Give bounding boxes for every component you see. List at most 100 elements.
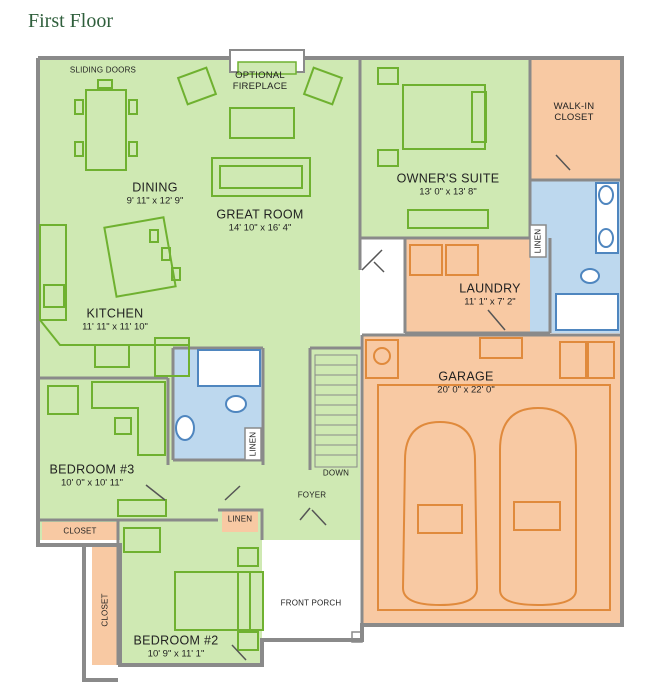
furniture xyxy=(39,66,489,651)
water-heater-box xyxy=(365,339,399,379)
dining-table xyxy=(85,89,127,171)
owners-nightstand xyxy=(377,149,399,167)
room-name: KITCHEN xyxy=(86,306,144,321)
linen-laundry-label: LINEN xyxy=(533,228,543,254)
bed3-chair xyxy=(114,417,132,435)
doors xyxy=(145,154,571,661)
room-dims: 11' 1" x 7' 2" xyxy=(464,296,516,308)
room-name: GARAGE xyxy=(438,369,494,384)
door-swing xyxy=(299,507,311,521)
room-dims: 10' 0" x 10' 11" xyxy=(61,477,123,489)
sliding-doors-label: SLIDING DOORS xyxy=(69,65,137,75)
floor-title: First Floor xyxy=(28,10,114,32)
stair-treads xyxy=(315,364,357,456)
room-dims: 20' 0" x 22' 0" xyxy=(437,384,495,396)
dining-chair xyxy=(128,141,138,157)
walkin-closet-label: WALK-IN CLOSET xyxy=(553,101,595,124)
fireplace-label-line2: FIREPLACE xyxy=(232,81,288,92)
door-swing xyxy=(373,261,385,273)
hall-sink xyxy=(175,415,195,441)
cars xyxy=(401,406,577,607)
bed2-nightstand xyxy=(237,547,259,567)
bed3-desk xyxy=(91,381,166,456)
garage-bin xyxy=(587,341,615,379)
sofa xyxy=(211,157,311,197)
dining-chair xyxy=(128,99,138,115)
utility-fixtures xyxy=(365,244,615,611)
room-dims: 9' 11" x 12' 9" xyxy=(126,195,184,207)
closet-bed3-label: CLOSET xyxy=(63,526,97,536)
door-swing xyxy=(231,644,247,661)
door-swing xyxy=(361,249,383,271)
room-dims: 10' 9" x 11' 1" xyxy=(147,648,205,660)
room-name: BEDROOM #2 xyxy=(133,633,219,648)
garage-bin xyxy=(559,341,587,379)
walkin-label-line1: WALK-IN xyxy=(553,101,595,113)
room-dims: 13' 0" x 13' 8" xyxy=(419,186,477,198)
armchair xyxy=(176,66,218,106)
closet-bed2-label: CLOSET xyxy=(100,593,110,627)
dryer xyxy=(445,244,479,276)
fireplace-label-line1: OPTIONAL xyxy=(235,70,285,82)
linen-foyer-label: LINEN xyxy=(227,514,253,524)
car-right xyxy=(499,406,577,607)
room-dims: 11' 11" x 11' 10" xyxy=(82,321,148,333)
front-porch-label: FRONT PORCH xyxy=(280,598,342,608)
bar-stool xyxy=(149,229,159,243)
room-name: OWNER'S SUITE xyxy=(396,171,500,186)
stair-run xyxy=(314,354,358,468)
fireplace xyxy=(229,49,305,75)
door-swing xyxy=(145,484,166,501)
walkin-label-line2: CLOSET xyxy=(554,112,594,123)
room-name: BEDROOM #3 xyxy=(49,462,135,477)
dining-chair xyxy=(74,99,84,115)
fireplace-hearth xyxy=(237,61,297,75)
owners-nightstand xyxy=(377,67,399,85)
foyer-label: FOYER xyxy=(297,490,327,500)
hall-toilet xyxy=(225,395,247,413)
car-left xyxy=(401,420,479,607)
room-bedroom2: BEDROOM #2 10' 9" x 11' 1" xyxy=(134,631,219,660)
fireplace-label: OPTIONAL FIREPLACE xyxy=(232,70,288,93)
kitchen-lower-counter xyxy=(39,319,190,346)
exterior-wall xyxy=(36,56,624,682)
room-fills xyxy=(38,58,620,665)
owners-toilet xyxy=(580,268,600,284)
room-name: DINING xyxy=(132,180,178,195)
bed2-nightstand xyxy=(237,631,259,651)
room-dining: DINING 9' 11" x 12' 9" xyxy=(127,178,184,207)
room-laundry: LAUNDRY 11' 1" x 7' 2" xyxy=(459,279,521,308)
garage-parking-pad xyxy=(377,384,611,611)
owners-sink xyxy=(598,228,614,248)
room-garage: GARAGE 20' 0" x 22' 0" xyxy=(437,367,494,396)
owners-sink xyxy=(598,185,614,205)
bed3-dresser xyxy=(117,499,167,517)
interior-walls xyxy=(38,58,622,665)
bed3-closet-fill xyxy=(42,522,117,540)
sofa-seat xyxy=(219,165,303,189)
owners-shower xyxy=(555,293,619,331)
label-boxes xyxy=(244,224,547,461)
room-name: LAUNDRY xyxy=(459,281,521,296)
bath-fixtures xyxy=(175,182,619,441)
walkin-closet-fill xyxy=(530,58,620,180)
dining-chair xyxy=(97,79,113,89)
linen-foyer-fill xyxy=(222,510,258,532)
bed2-nightstand xyxy=(123,527,161,553)
kitchen-counter xyxy=(39,224,67,321)
walls xyxy=(36,56,624,682)
washer xyxy=(409,244,443,276)
door-swing xyxy=(487,309,506,331)
room-kitchen: KITCHEN 11' 11" x 11' 10" xyxy=(82,304,148,333)
room-owners-suite: OWNER'S SUITE 13' 0" x 13' 8" xyxy=(397,169,500,198)
bed3-armchair xyxy=(47,385,79,415)
sink xyxy=(43,284,65,308)
stairs-down-label: DOWN xyxy=(322,468,350,478)
room-name: GREAT ROOM xyxy=(216,207,304,222)
linen-laundry-box xyxy=(529,224,547,258)
door-swing xyxy=(555,154,571,171)
room-great-room: GREAT ROOM 14' 10" x 16' 4" xyxy=(216,205,303,234)
door-swing xyxy=(224,485,241,501)
bed2-closet-fill xyxy=(92,545,117,665)
